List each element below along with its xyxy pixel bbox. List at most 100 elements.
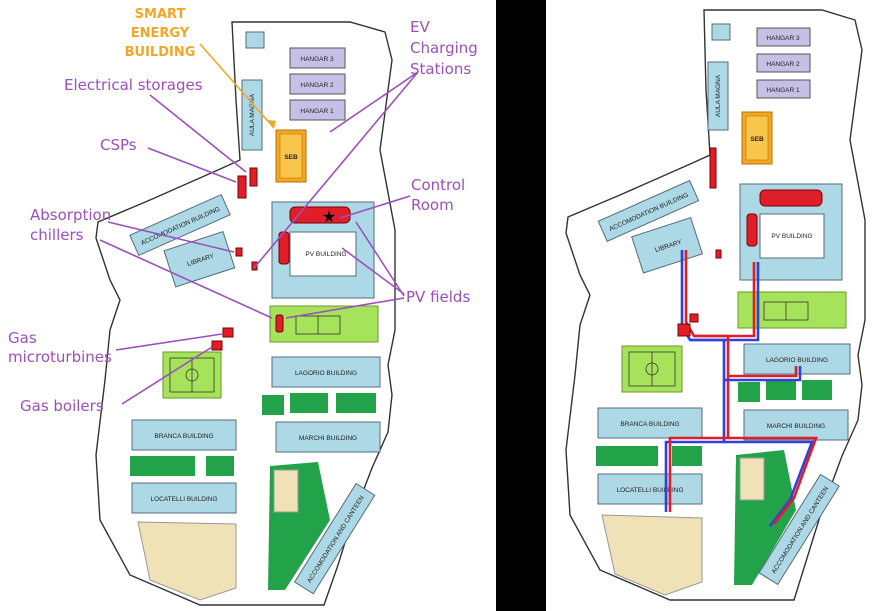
right-energy-plant-small bbox=[689, 313, 699, 323]
callout-absorption-chillers-2: chillers bbox=[30, 226, 84, 244]
absorption-chiller bbox=[235, 247, 243, 257]
right-pv-roof bbox=[759, 189, 823, 207]
marchi-building-label: MARCHI BUILDING bbox=[299, 435, 357, 442]
branca-building bbox=[131, 419, 237, 451]
right-pv-side bbox=[746, 213, 758, 247]
left-small-building bbox=[245, 31, 265, 49]
arrow-absorption-1 bbox=[107, 221, 235, 253]
arrow-pv-1 bbox=[341, 247, 405, 295]
smart-energy-title-2: ENERGY bbox=[131, 26, 190, 41]
right-sports-field bbox=[737, 291, 847, 329]
lagorio-building bbox=[271, 356, 381, 388]
right-green-area bbox=[766, 380, 796, 400]
electrical-storage bbox=[249, 167, 258, 187]
right-campus-map: HANGAR 3 HANGAR 2 HANGAR 1 AULA MAGNA SE… bbox=[565, 9, 866, 601]
arrow-pv-2 bbox=[355, 221, 405, 297]
gas-boiler bbox=[211, 340, 223, 351]
right-hangar-2-label: HANGAR 2 bbox=[766, 61, 800, 68]
right-marchi-label: MARCHI BUILDING bbox=[767, 423, 825, 430]
right-storage bbox=[709, 147, 717, 189]
right-green-area bbox=[596, 446, 658, 466]
right-lagorio-label: LAGORIO BUILDING bbox=[766, 357, 828, 364]
right-sand-area bbox=[739, 457, 765, 501]
green-area bbox=[130, 456, 195, 476]
hangar-3-label: HANGAR 3 bbox=[300, 56, 334, 63]
right-sand-field bbox=[601, 514, 703, 596]
callout-gas-1: Gas bbox=[8, 329, 37, 347]
green-area bbox=[336, 393, 376, 413]
callout-gas-boilers: Gas boilers bbox=[20, 397, 104, 415]
callout-absorption-chillers-1: Absorption bbox=[30, 206, 111, 224]
arrow-control-room bbox=[339, 195, 411, 219]
gas-microturbine bbox=[222, 327, 234, 338]
arrow-ev-2 bbox=[253, 71, 419, 269]
arrow-gas-boilers bbox=[121, 346, 213, 405]
arrow-ev-1 bbox=[329, 71, 419, 133]
callout-control-room-2: Room bbox=[411, 196, 454, 214]
right-hangar-3-label: HANGAR 3 bbox=[766, 35, 800, 42]
hangar-1-label: HANGAR 1 bbox=[300, 108, 334, 115]
right-green-area bbox=[802, 380, 832, 400]
locatelli-building bbox=[131, 482, 237, 514]
right-locatelli-label: LOCATELLI BUILDING bbox=[616, 487, 683, 494]
right-energy-plant bbox=[677, 323, 691, 337]
callout-csps: CSPs bbox=[100, 136, 137, 154]
arrow-electrical-storages bbox=[149, 94, 247, 173]
green-area bbox=[206, 456, 234, 476]
smart-energy-title-3: BUILDING bbox=[125, 45, 196, 60]
district-heating-network bbox=[664, 250, 818, 527]
right-hangar-1-label: HANGAR 1 bbox=[766, 87, 800, 94]
right-aula-magna-label: AULA MAGNA bbox=[715, 74, 722, 117]
hangar-2-label: HANGAR 2 bbox=[300, 82, 334, 89]
sand-field bbox=[137, 521, 237, 601]
right-branca-building bbox=[597, 407, 703, 439]
seb-label: SEB bbox=[284, 154, 298, 161]
control-room-star: ★ bbox=[322, 207, 336, 226]
locatelli-building-label: LOCATELLI BUILDING bbox=[150, 496, 217, 503]
callout-ev-1: EV bbox=[410, 18, 430, 36]
right-locatelli-building bbox=[597, 473, 703, 505]
right-branca-label: BRANCA BUILDING bbox=[620, 421, 679, 428]
right-pv-building-label: PV BUILDING bbox=[771, 233, 812, 240]
callout-ev-2: Charging bbox=[410, 39, 478, 57]
right-hangar-2 bbox=[756, 53, 811, 73]
right-green-area bbox=[672, 446, 702, 466]
hangar-1 bbox=[289, 99, 346, 121]
hangar-3 bbox=[289, 47, 346, 69]
pv-building-court bbox=[289, 231, 357, 277]
arrow-csps bbox=[147, 147, 237, 183]
pv-building-label: PV BUILDING bbox=[305, 251, 346, 258]
seb-arrow bbox=[199, 43, 275, 129]
pv-field-sports bbox=[275, 314, 284, 333]
right-ev-charger bbox=[715, 249, 722, 259]
marchi-building bbox=[275, 421, 381, 453]
arrow-microturbines bbox=[115, 333, 223, 351]
csp-unit bbox=[237, 175, 247, 199]
seb-building-inner bbox=[279, 133, 303, 179]
green-area bbox=[262, 395, 284, 415]
hangar-2 bbox=[289, 73, 346, 95]
right-hangar-3 bbox=[756, 27, 811, 47]
arrow-absorption-2 bbox=[99, 239, 273, 319]
right-seb-label: SEB bbox=[750, 136, 764, 143]
callout-ev-3: Stations bbox=[410, 60, 471, 78]
right-green-area bbox=[738, 382, 760, 402]
smart-energy-title-1: SMART bbox=[135, 7, 186, 22]
callout-pv-fields: PV fields bbox=[406, 288, 470, 306]
arrow-pv-3 bbox=[285, 297, 405, 319]
branca-building-label: BRANCA BUILDING bbox=[154, 433, 213, 440]
callout-control-room-1: Control bbox=[411, 176, 465, 194]
right-aula-magna bbox=[707, 61, 729, 131]
aula-magna-label: AULA MAGNA bbox=[249, 93, 256, 136]
separator-bar bbox=[496, 0, 546, 611]
library-building: LIBRARY bbox=[163, 230, 236, 288]
ev-charger bbox=[251, 261, 258, 271]
callout-electrical-storages: Electrical storages bbox=[64, 76, 203, 94]
sand-area bbox=[273, 469, 299, 513]
right-small-building bbox=[711, 23, 731, 41]
green-area bbox=[290, 393, 328, 413]
callout-gas-2: microturbines bbox=[8, 348, 112, 366]
right-marchi-building bbox=[743, 409, 849, 441]
left-campus-map: HANGAR 3 HANGAR 2 HANGAR 1 AULA MAGNA SE… bbox=[8, 7, 478, 606]
